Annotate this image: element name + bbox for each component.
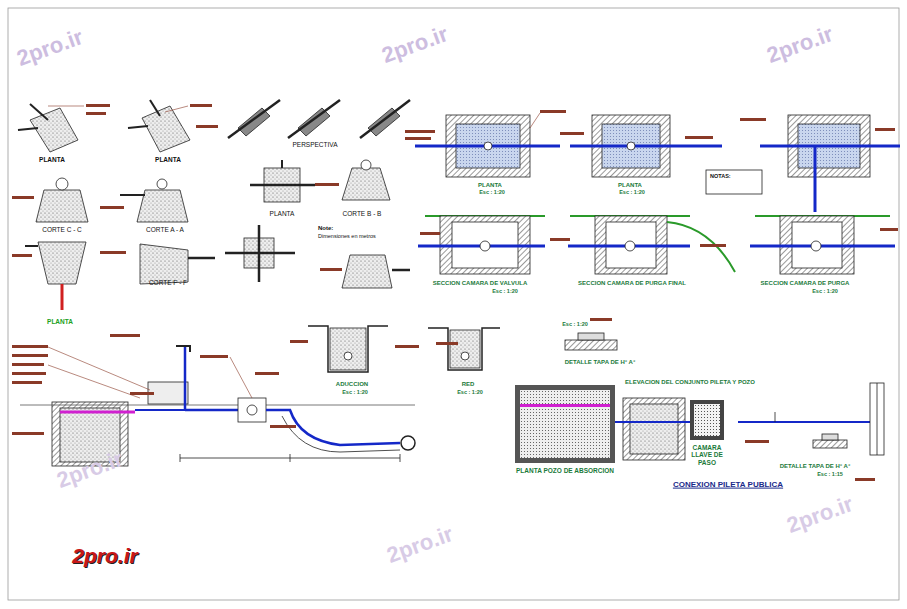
watermark: 2pro.ir (384, 522, 457, 568)
chamber-outline (690, 400, 724, 440)
drawing-label: Esc : 1:15 (817, 471, 843, 477)
drawing-label: Esc : 1:20 (492, 288, 518, 294)
watermark: 2pro.ir (72, 544, 137, 567)
water-pipe (615, 421, 690, 423)
drawing-label: Esc : 1:20 (457, 389, 483, 395)
drawing-label: PLANTA (155, 156, 181, 163)
drawing-label: CORTE F - F (149, 279, 187, 286)
drawing-label: PLANTA (478, 182, 502, 189)
drawing-label: Esc : 1:20 (619, 189, 645, 195)
drawing-label: NOTAS: (710, 173, 731, 179)
drawing-label: SECCION CAMARA DE PURGA FINAL (578, 280, 686, 287)
valve-chamber: CAMARA LLAVE DE PASO (681, 400, 733, 466)
watermark: 2pro.ir (379, 22, 452, 68)
drawing-label: DETALLE TAPA DE H° A° (780, 463, 851, 470)
absorption-pit: PLANTA POZO DE ABSORCION (512, 385, 618, 474)
drawing-label: CORTE C - C (42, 226, 82, 233)
drawing-label: ADUCCION (336, 381, 368, 388)
drawing-label: RED (462, 381, 475, 388)
drawing-label: Note: (318, 225, 333, 232)
pit-outline (515, 385, 615, 463)
drawing-label: Esc : 1:20 (812, 288, 838, 294)
drawing-label: SECCION CAMARA DE PURGA (761, 280, 850, 287)
node-caption: CAMARA LLAVE DE PASO (684, 444, 730, 466)
drawing-label: ELEVACION DEL CONJUNTO PILETA Y POZO (625, 379, 755, 386)
drawing-label: PLANTA (270, 210, 295, 217)
drawing-label: SECCION CAMARA DE VALVULA (433, 280, 528, 287)
drawing-label: Esc : 1:20 (479, 189, 505, 195)
drawing-label: Esc : 1:20 (562, 321, 588, 327)
watermark: 2pro.ir (764, 22, 837, 68)
drawing-label: Dimensiones en metros (318, 233, 376, 239)
drawing-label: Esc : 1:20 (342, 389, 368, 395)
drawing-label: PLANTA (39, 156, 65, 163)
drawing-label: DETALLE TAPA DE H° A° (565, 359, 636, 366)
drawing-label: CORTE A - A (146, 226, 184, 233)
watermark: 2pro.ir (784, 492, 857, 538)
node-caption: PLANTA POZO DE ABSORCION (512, 467, 618, 474)
drawing-label: PLANTA (47, 318, 73, 325)
drawing-label: CORTE B - B (343, 210, 382, 217)
drawing-label: PERSPECTIVA (292, 141, 337, 148)
watermark: 2pro.ir (14, 25, 87, 71)
drawing-label: PLANTA (618, 182, 642, 189)
drawing-label: CONEXION PILETA PUBLICA (673, 481, 783, 490)
